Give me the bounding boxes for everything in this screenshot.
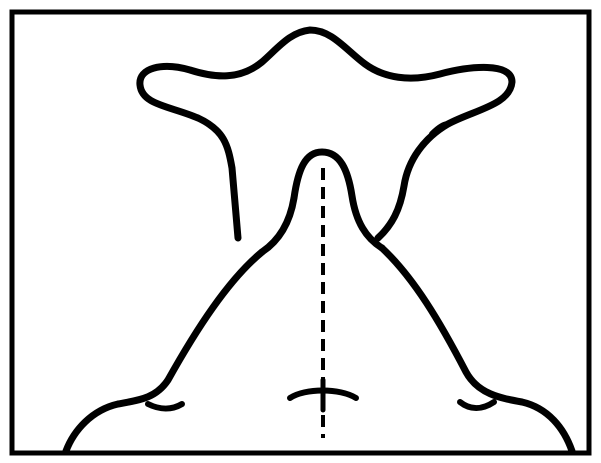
outer-frame — [12, 12, 589, 453]
